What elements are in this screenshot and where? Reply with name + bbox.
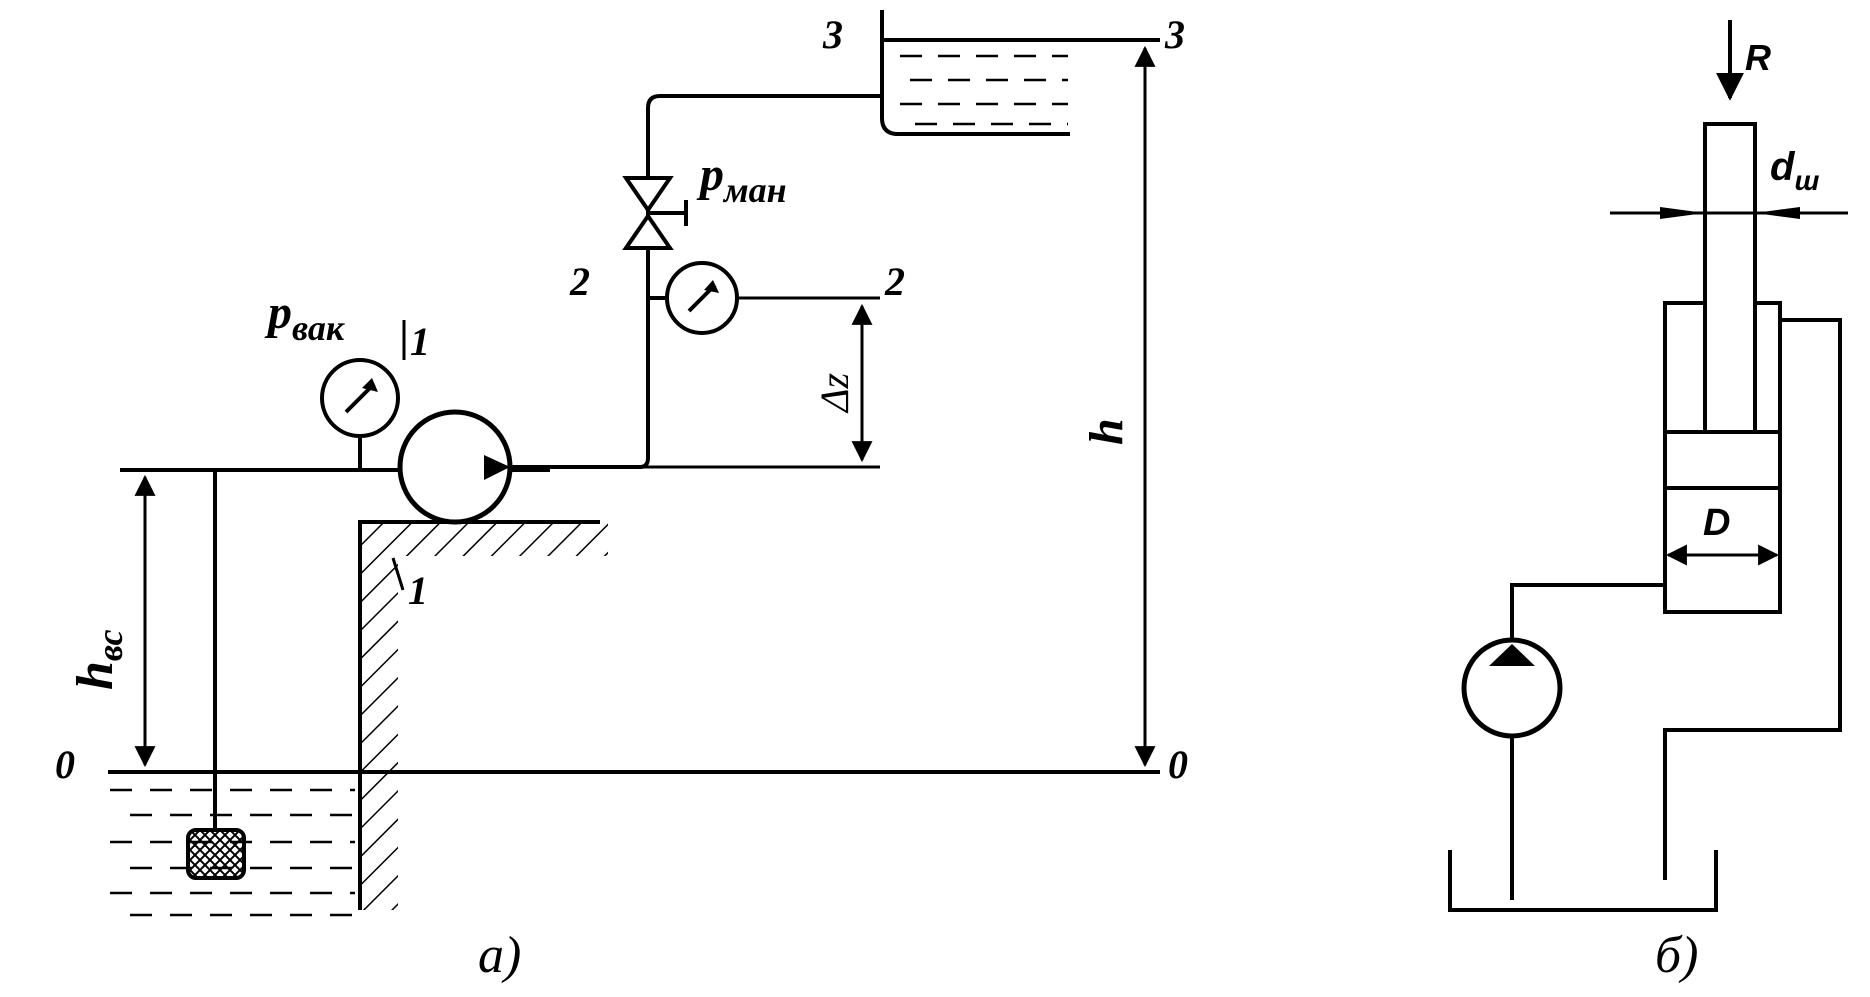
return-line: [1663, 318, 1842, 880]
vacuum-gauge-label: pвак: [264, 286, 345, 348]
hydraulic-pump-icon: [1461, 637, 1563, 739]
figure-a-labels: 3 3 2 2 1 1 0 0 pвак pман hвс Δz h а): [55, 12, 1188, 984]
suction-height-label: hвс: [67, 629, 130, 690]
figure-b-labels: R dш D б): [1655, 37, 1819, 984]
pressure-gauge-label: pман: [696, 148, 787, 210]
hydraulic-cylinder: [1663, 301, 1782, 614]
level-2-right: 2: [884, 259, 905, 304]
valve-icon: [622, 176, 688, 250]
figure-a-caption: а): [478, 927, 521, 984]
figure-b: [1448, 20, 1848, 912]
delta-z-label: Δz: [812, 373, 857, 414]
total-height-label: h: [1080, 418, 1133, 445]
pressure-line: [1510, 583, 1665, 650]
ground-wall: [358, 520, 608, 910]
piston-diameter-label: D: [1703, 502, 1730, 544]
piston-rod: [1703, 122, 1757, 434]
rod-diameter-label: dш: [1770, 145, 1819, 196]
pressure-gauge: [648, 261, 880, 335]
level-2-left: 2: [569, 259, 590, 304]
level-3-left: 3: [822, 12, 843, 57]
vacuum-gauge: [320, 358, 400, 470]
level-1-upper: 1: [410, 319, 430, 364]
figure-b-caption: б): [1655, 927, 1698, 984]
level-3-right: 3: [1164, 12, 1185, 57]
upper-reservoir: [880, 10, 1160, 126]
oil-tank: [1448, 850, 1718, 912]
load-label: R: [1745, 37, 1771, 78]
figure-a: [108, 10, 1160, 917]
pump-icon: [397, 409, 513, 525]
section-1-lower-mark: [391, 557, 405, 591]
level-0-right: 0: [1168, 742, 1188, 787]
level-0-left: 0: [55, 742, 75, 787]
level-1-lower: 1: [408, 568, 428, 613]
lower-reservoir: [108, 770, 1160, 917]
dimension-lines: [134, 45, 1156, 768]
strainer-icon: [186, 828, 246, 880]
